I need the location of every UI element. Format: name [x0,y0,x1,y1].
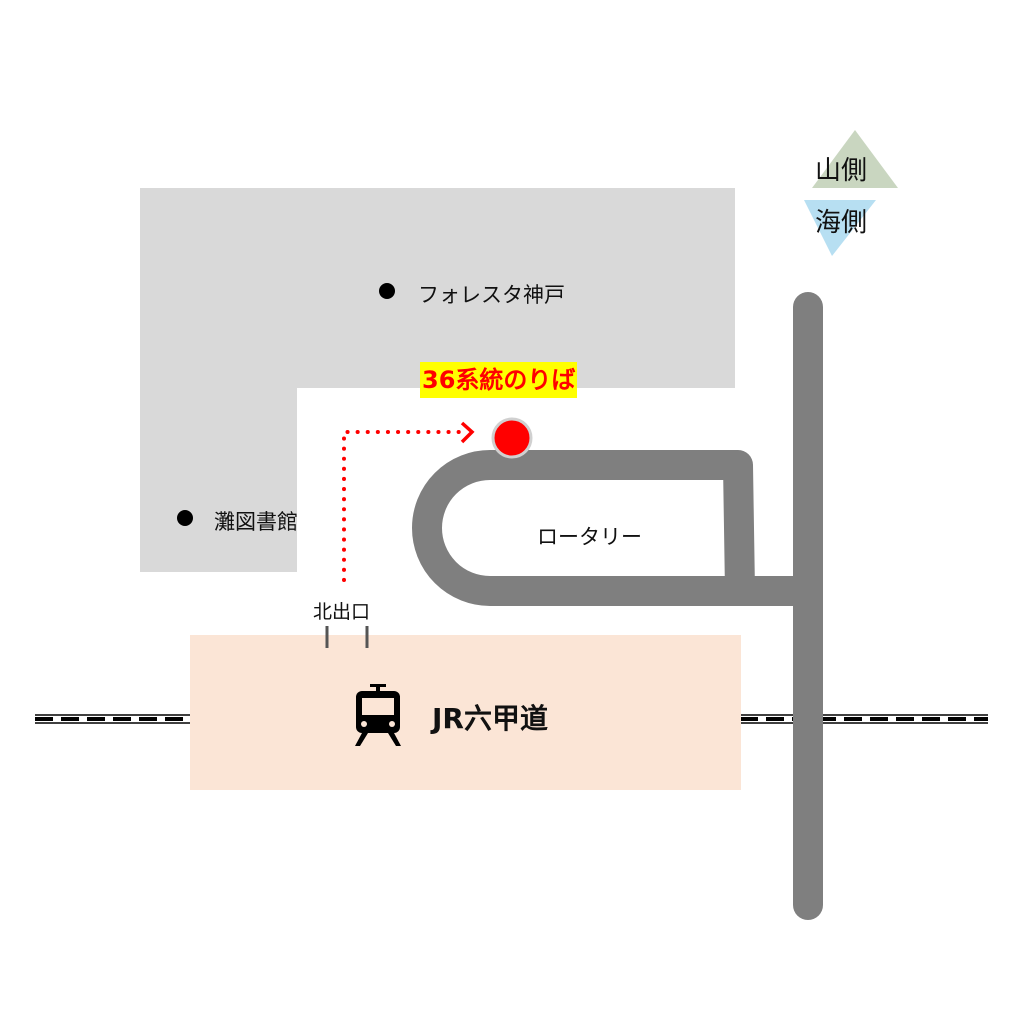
sea-side-triangle [804,200,876,256]
railway-line [35,714,988,724]
station-label: JR六甲道 [432,702,548,735]
rotary-road [412,450,808,606]
mountain-side-label: 山側 [815,156,868,186]
train-icon [355,684,401,746]
landmark-dot-library [177,510,193,526]
landmark-nada-library: 灘図書館 [214,510,298,534]
landmark-foresta-kobe: フォレスタ神戸 [418,283,565,307]
mountain-side-triangle [812,130,898,188]
rotary-label: ロータリー [537,525,642,549]
landmark-dot-foresta [379,283,395,299]
north-exit-label: 北出口 [313,601,371,623]
sea-side-label: 海側 [815,208,868,238]
station-building [190,635,741,790]
bus-stop-marker[interactable] [491,417,533,459]
walking-route [342,430,464,582]
bus-stop-label: 36系統のりば [420,362,578,398]
route-arrow-icon [460,421,475,444]
